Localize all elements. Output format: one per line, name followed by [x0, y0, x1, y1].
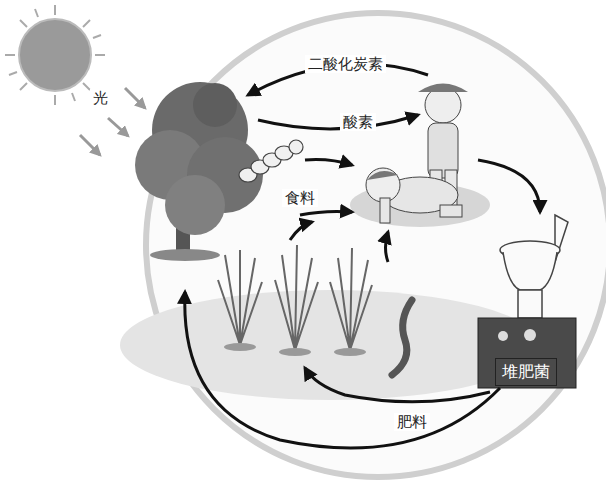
food-label: 食料 — [282, 189, 318, 207]
compost-bacteria-box: 堆肥菌 — [495, 358, 557, 385]
earthworm — [392, 300, 412, 375]
co2-label: 二酸化炭素 — [305, 55, 386, 73]
fertilizer-arrow — [185, 292, 500, 448]
world-circle — [146, 13, 606, 477]
crawling-baby — [366, 168, 462, 223]
fertilizer-arrow — [305, 368, 490, 402]
oxygen-arrow — [258, 115, 418, 129]
light-label: 光 — [90, 89, 111, 107]
food-arrow — [290, 222, 312, 240]
cycle-arrows — [185, 64, 540, 448]
rice-plants — [218, 245, 372, 356]
food-arrow — [300, 211, 352, 215]
compost-box — [478, 318, 576, 388]
food-arrow — [386, 232, 389, 262]
food-arrow — [305, 160, 352, 165]
tree — [135, 82, 263, 261]
excrement-arrow — [478, 160, 540, 212]
light-rays — [80, 88, 145, 155]
toilet — [500, 215, 568, 318]
ground — [120, 290, 540, 400]
node-text: 堆肥菌 — [502, 362, 550, 381]
fertilizer-label: 肥料 — [394, 413, 430, 431]
oxygen-label: 酸素 — [340, 113, 376, 131]
caterpillar — [239, 140, 303, 182]
